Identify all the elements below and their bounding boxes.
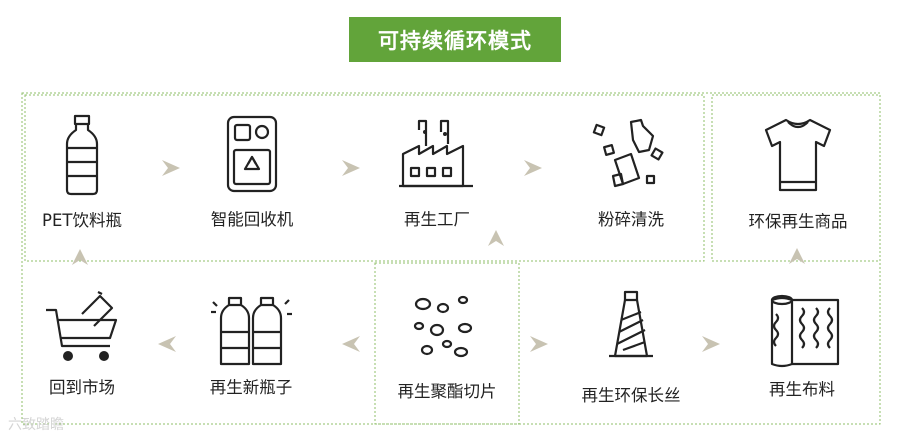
arrow-right-icon xyxy=(524,160,542,176)
arrow-right-icon xyxy=(530,336,548,352)
crushed-bottle-icon xyxy=(592,118,664,188)
factory-icon xyxy=(399,119,473,188)
watermark: 六致踏瞻 xyxy=(8,417,64,433)
node-factory: 再生工厂 xyxy=(374,118,500,230)
arrow-up-icon xyxy=(488,230,504,246)
node-polyester-chips: 再生聚酯切片 xyxy=(376,292,518,402)
arrow-right-icon xyxy=(342,160,360,176)
bottles-icon xyxy=(211,296,292,366)
node-recycle-machine: 智能回收机 xyxy=(192,114,312,230)
node-yarn: 再生环保长丝 xyxy=(566,290,696,406)
node-label-yarn: 再生环保长丝 xyxy=(581,386,681,405)
node-label-new-bottle: 再生新瓶子 xyxy=(209,378,293,397)
node-fabric: 再生布料 xyxy=(752,290,852,400)
arrow-up-icon xyxy=(789,248,805,264)
node-pet-bottle: PET饮料瓶 xyxy=(22,112,142,231)
tshirt-icon xyxy=(764,118,832,192)
node-label-product: 环保再生商品 xyxy=(748,212,848,231)
node-label-recycle-machine: 智能回收机 xyxy=(210,210,294,229)
arrow-left-icon xyxy=(342,336,360,352)
arrow-right-icon xyxy=(702,336,720,352)
node-label-pet: PET饮料瓶 xyxy=(42,211,122,230)
node-label-crush: 粉碎清洗 xyxy=(598,210,664,229)
node-label-factory: 再生工厂 xyxy=(404,210,470,229)
chips-icon xyxy=(413,295,473,358)
arrow-up-icon xyxy=(72,249,88,265)
arrow-left-icon xyxy=(158,336,176,352)
yarn-spool-icon xyxy=(609,290,653,358)
arrow-right-icon xyxy=(162,160,180,176)
recycle-machine-icon xyxy=(226,115,278,193)
shopping-cart-icon xyxy=(46,291,118,361)
node-new-bottle: 再生新瓶子 xyxy=(188,290,314,398)
node-market: 回到市场 xyxy=(22,290,142,398)
node-label-fabric: 再生布料 xyxy=(769,380,835,399)
node-eco-product: 环保再生商品 xyxy=(728,114,868,232)
page-title: 可持续循环模式 xyxy=(349,17,561,62)
fabric-roll-icon xyxy=(770,294,840,368)
bottle-icon xyxy=(65,114,99,196)
node-crush-wash: 粉碎清洗 xyxy=(568,116,694,230)
node-label-polyester: 再生聚酯切片 xyxy=(397,382,497,401)
node-label-market: 回到市场 xyxy=(49,378,115,397)
